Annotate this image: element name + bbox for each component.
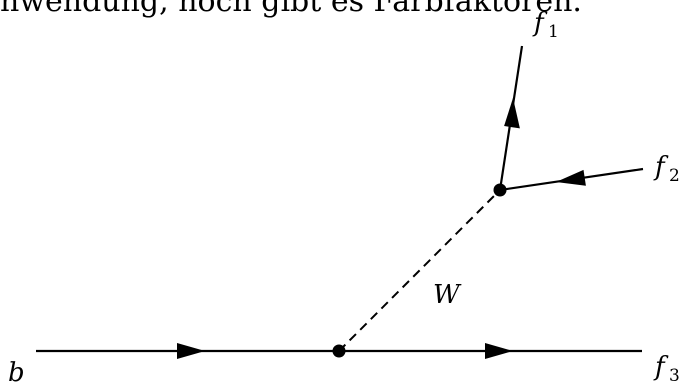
f3-fermion-arrow [485,343,513,359]
label-f2: f 2 [653,152,680,186]
upper-vertex-dot [493,183,507,197]
lower-vertex-dot [332,344,346,358]
label-f3-main: f [653,352,669,382]
label-f1-sub: 1 [548,22,559,42]
cut-off-text-line: nwendung, noch gibt es Farbfaktoren. [0,0,582,19]
label-f2-main: f [653,152,669,182]
label-f1-main: f [532,8,548,38]
label-f3-sub: 3 [669,366,680,385]
label-w: W [433,280,462,310]
f2-fermion-arrow [556,169,586,186]
w-boson-propagator [338,189,501,352]
label-b: b [8,358,25,385]
label-f2-sub: 2 [669,166,680,186]
label-f3: f 3 [653,352,680,385]
b-quark-arrow [177,343,205,359]
f1-fermion-arrow [504,98,520,129]
label-f1: f 1 [532,8,559,42]
